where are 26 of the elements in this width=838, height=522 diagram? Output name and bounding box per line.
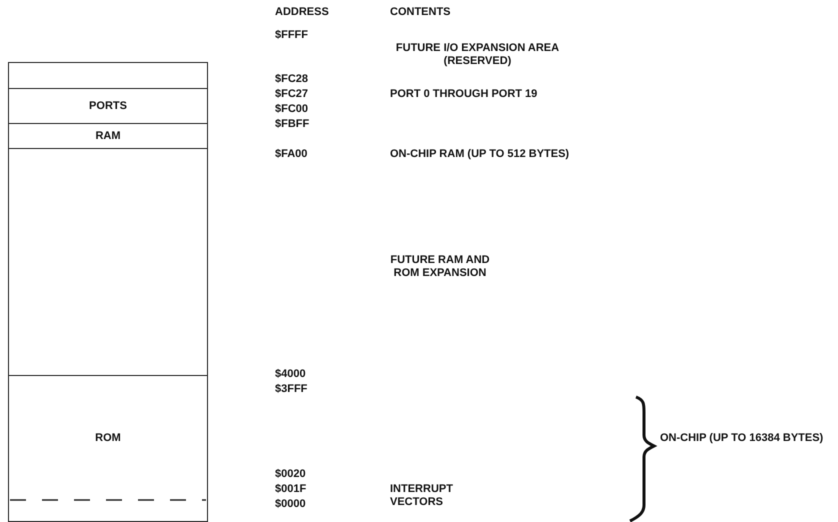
memory-label: $001F [275,483,306,496]
memory-label: ON-CHIP RAM (UP TO 512 BYTES) [390,148,570,161]
memory-label: FUTURE RAM AND ROM EXPANSION [390,254,490,280]
memory-label: $FFFF [275,29,308,42]
column-heading: ADDRESS [275,6,329,19]
memory-label: $0000 [275,498,306,511]
memory-label: $FBFF [275,118,310,131]
memory-label: FUTURE I/O EXPANSION AREA (RESERVED) [394,42,560,68]
memory-label: INTERRUPT VECTORS [390,483,454,509]
memory-segment [8,123,208,150]
memory-segment [8,88,208,124]
segment-label: ROM [95,432,121,444]
memory-label: $FC27 [275,88,308,101]
memory-label: $FA00 [275,148,308,161]
memory-label: $FC00 [275,103,308,116]
segment-label: RAM [95,130,121,142]
memory-segment [8,375,208,522]
empty-memory-segment [8,62,208,90]
memory-label: $3FFF [275,383,308,396]
memory-label: $FC28 [275,73,308,86]
memory-label: $0020 [275,468,306,481]
segment-label: PORTS [89,100,127,112]
memory-label: PORT 0 THROUGH PORT 19 [390,88,538,101]
memory-label: ON-CHIP (UP TO 16384 BYTES) [660,432,824,445]
memory-label: $4000 [275,368,306,381]
column-heading: CONTENTS [390,6,450,19]
